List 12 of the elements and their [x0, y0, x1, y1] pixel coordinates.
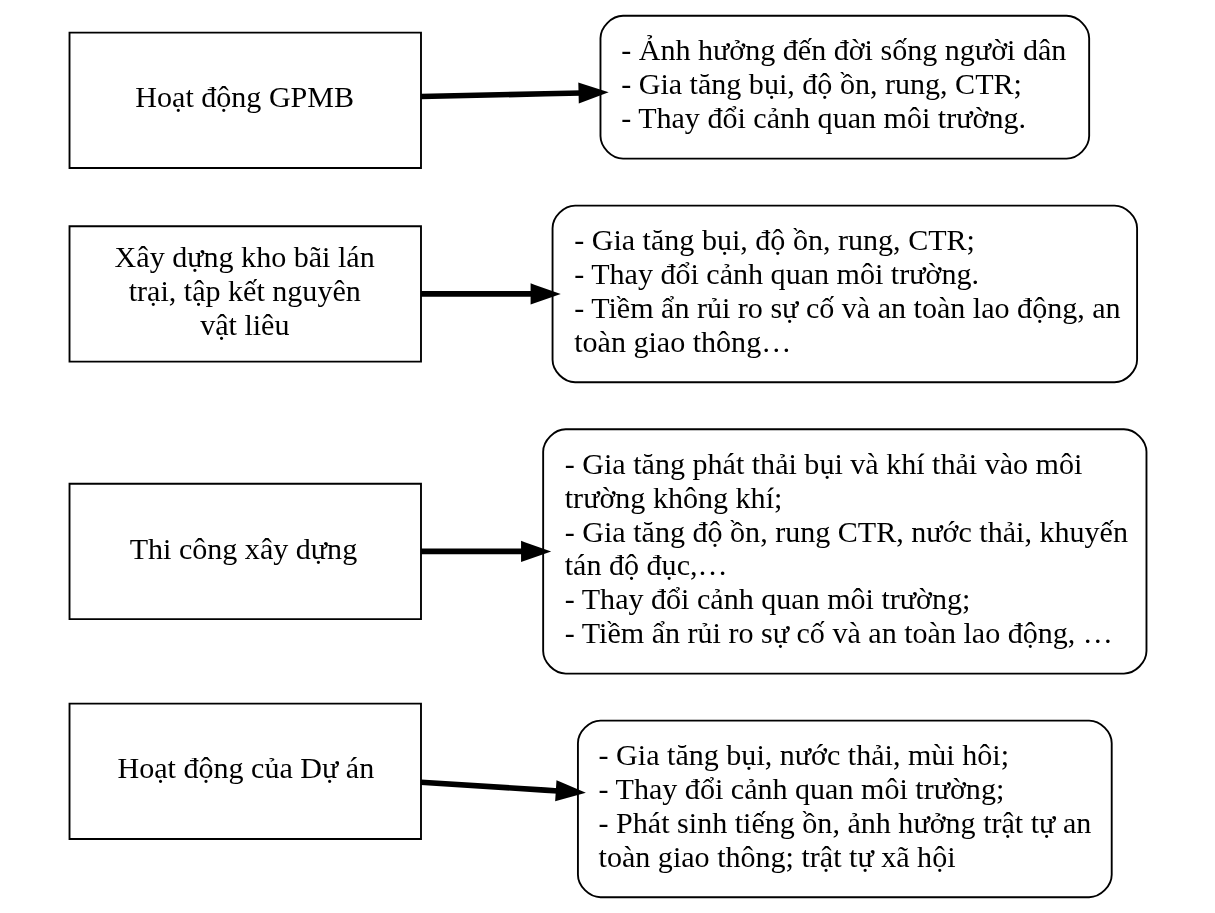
arrow [420, 779, 586, 802]
node-box: - Gia tăng bụi, độ ồn, rung, CTR; - Thay đổi cảnh quan môi trường. - Tiềm ẩn rủi ro sự cố và an toàn lao động, an toàn giao thông… [551, 204, 1138, 384]
arrow [420, 82, 609, 104]
node-box: - Gia tăng bụi, nước thải, mùi hôi; - Thay đổi cảnh quan môi trường; - Phát sinh tiếng ồn, ảnh hưởng trật tự an toàn giao thông; trật tự xã hội [576, 719, 1113, 899]
arrow [420, 540, 551, 562]
node-box: Hoạt động của Dự án [68, 702, 422, 840]
node-box: Xây dựng kho bãi lán trại, tập kết nguyên vật liêu [68, 225, 422, 363]
node-box: Hoạt động GPMB [68, 31, 422, 169]
node-box: - Gia tăng phát thải bụi và khí thải vào môi trường không khí; - Gia tăng độ ồn, rung CTR, nước thải, khuyến tán độ đục,… - Thay đổi cảnh quan môi trường; - Tiềm ẩn rủi ro sự cố và an toàn lao động, … [541, 428, 1147, 675]
node-box: - Ảnh hưởng đến đời sống người dân - Gia tăng bụi, độ ồn, rung, CTR; - Thay đổi cảnh quan môi trường. [599, 14, 1090, 160]
arrow [420, 283, 561, 305]
node-box: Thi công xây dựng [68, 482, 422, 621]
